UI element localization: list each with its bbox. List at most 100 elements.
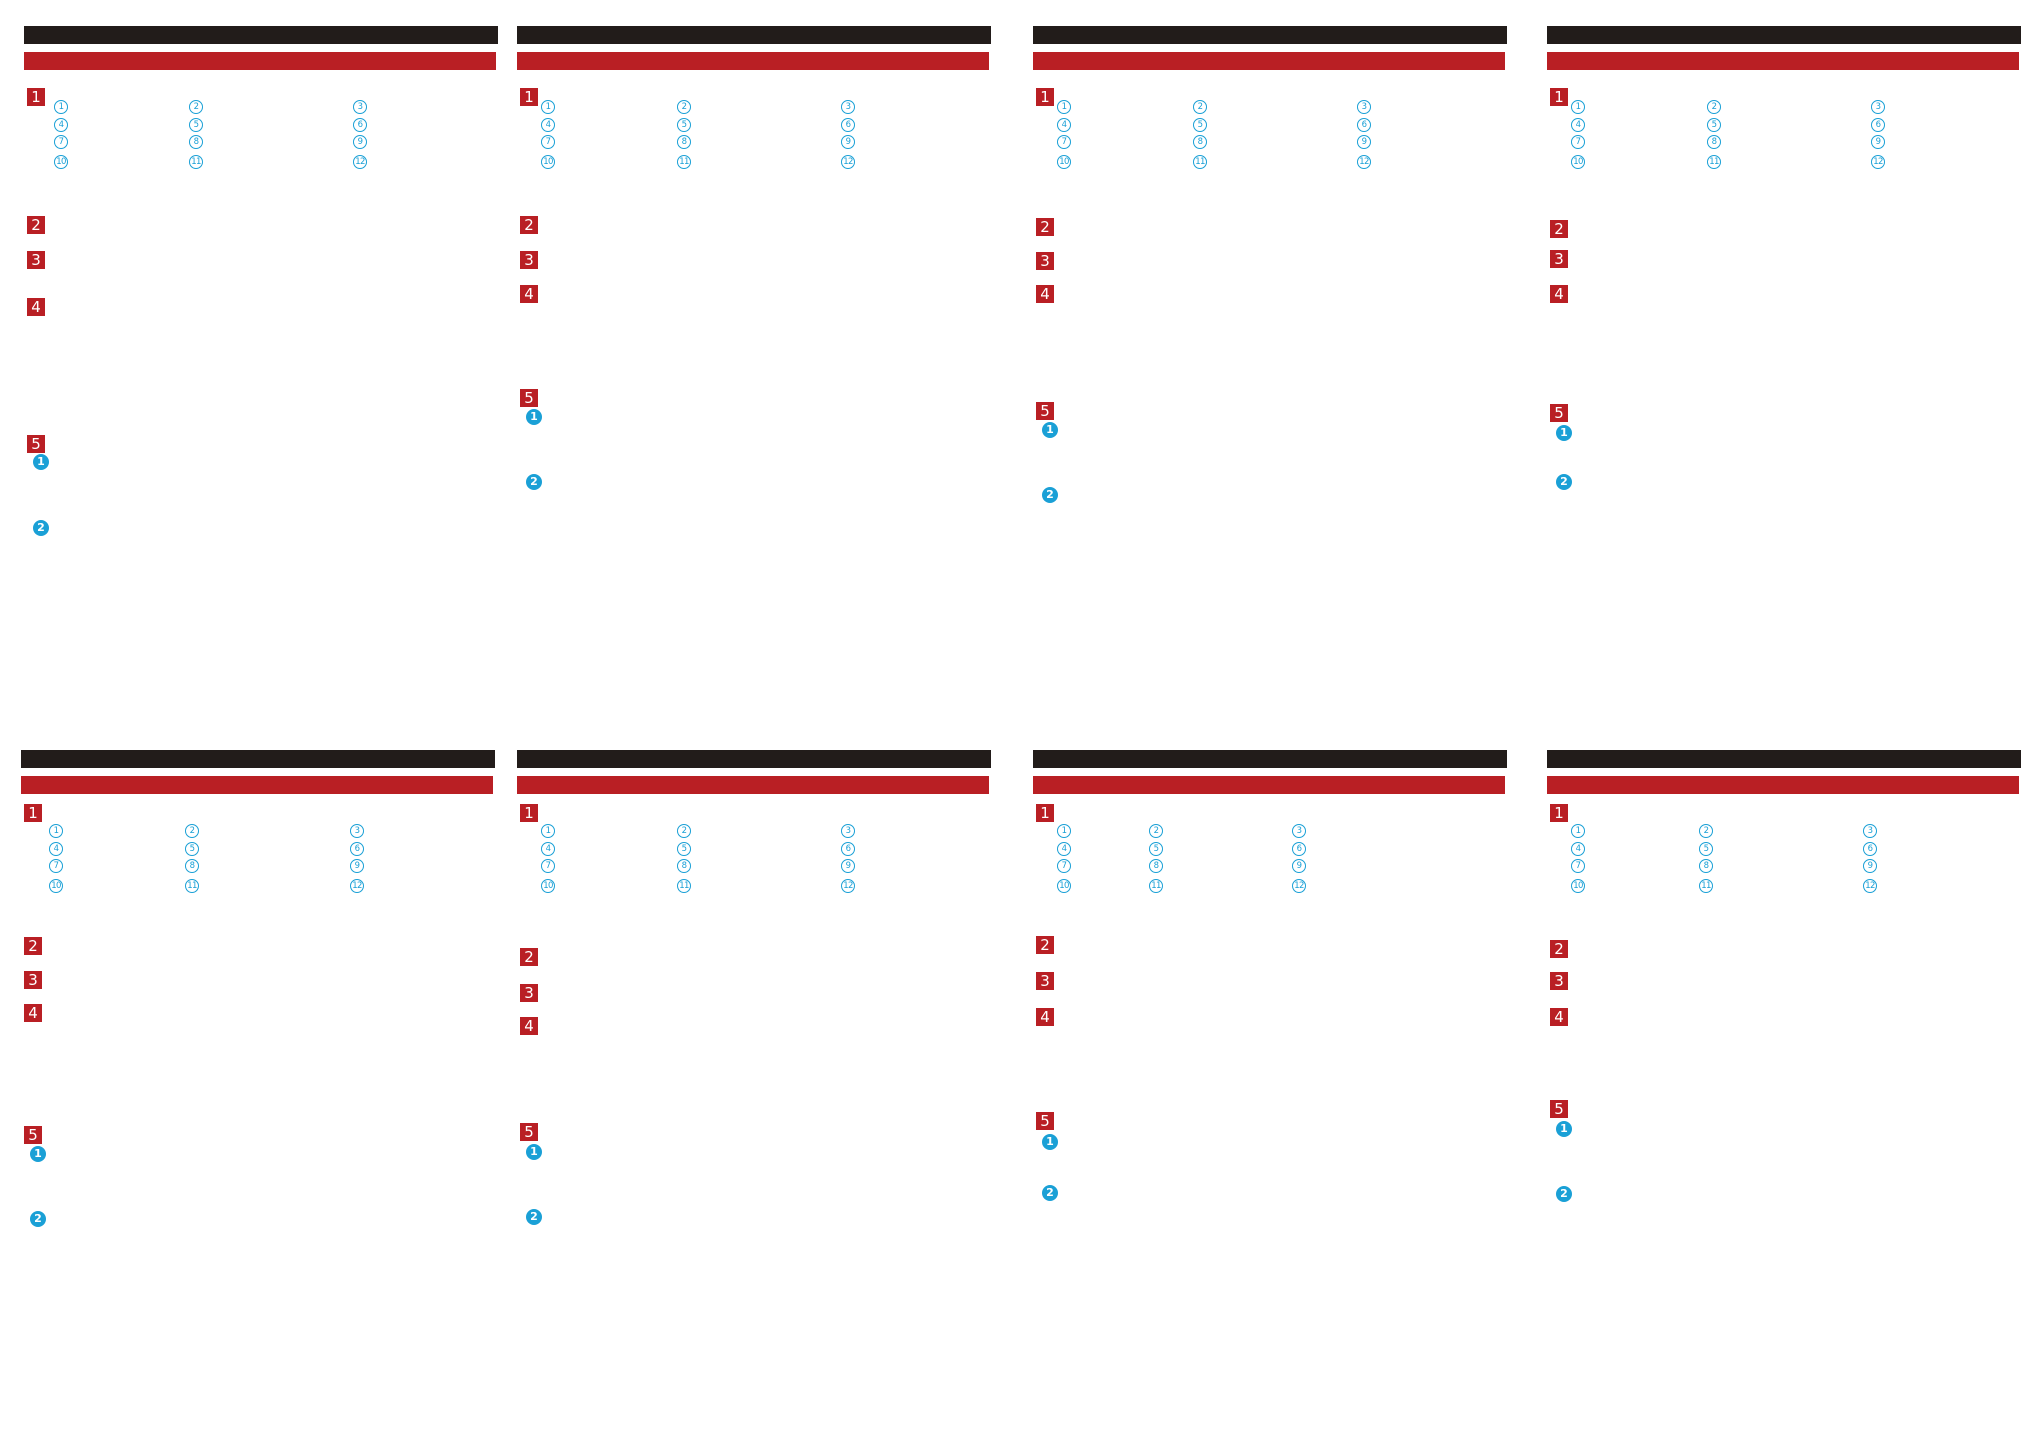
section-number-4: 4 [1036,285,1054,303]
part-number-2: 2 [677,824,691,838]
section-number-3: 3 [1036,972,1054,990]
part-number-10: 10 [1571,879,1585,893]
part-number-5: 5 [1193,118,1207,132]
header-bar-dark [1033,26,1507,44]
header-bar-red [24,52,496,70]
part-number-1: 1 [1571,824,1585,838]
section-number-5: 5 [1550,404,1568,422]
part-number-3: 3 [1292,824,1306,838]
part-number-1: 1 [541,100,555,114]
part-number-6: 6 [1357,118,1371,132]
part-number-4: 4 [1057,118,1071,132]
section-number-2: 2 [27,216,45,234]
section-number-2: 2 [1036,218,1054,236]
section-number-4: 4 [1036,1008,1054,1026]
part-number-12: 12 [1292,879,1306,893]
part-number-5: 5 [677,842,691,856]
part-number-12: 12 [841,155,855,169]
section-number-1: 1 [1036,804,1054,822]
section-number-4: 4 [1550,285,1568,303]
header-bar-dark [1547,26,2021,44]
part-number-5: 5 [189,118,203,132]
part-number-10: 10 [1571,155,1585,169]
part-number-7: 7 [1057,135,1071,149]
part-number-9: 9 [350,859,364,873]
step-number-1: 1 [30,1146,46,1162]
step-number-2: 2 [30,1211,46,1227]
part-number-3: 3 [841,824,855,838]
part-number-11: 11 [1707,155,1721,169]
part-number-2: 2 [677,100,691,114]
part-number-1: 1 [1057,100,1071,114]
section-number-4: 4 [520,1017,538,1035]
part-number-11: 11 [189,155,203,169]
step-number-1: 1 [33,454,49,470]
part-number-12: 12 [350,879,364,893]
part-number-7: 7 [1571,859,1585,873]
section-number-3: 3 [27,251,45,269]
part-number-1: 1 [49,824,63,838]
header-bar-red [1547,776,2019,794]
part-number-9: 9 [1863,859,1877,873]
part-number-5: 5 [1149,842,1163,856]
part-number-9: 9 [1357,135,1371,149]
part-number-2: 2 [1699,824,1713,838]
part-number-11: 11 [1149,879,1163,893]
header-bar-dark [24,26,498,44]
part-number-10: 10 [541,155,555,169]
part-number-4: 4 [54,118,68,132]
section-number-5: 5 [27,435,45,453]
part-number-8: 8 [185,859,199,873]
part-number-6: 6 [1871,118,1885,132]
step-number-1: 1 [526,409,542,425]
section-number-1: 1 [1550,88,1568,106]
part-number-8: 8 [189,135,203,149]
part-number-10: 10 [54,155,68,169]
section-number-1: 1 [24,804,42,822]
part-number-11: 11 [185,879,199,893]
part-number-11: 11 [1699,879,1713,893]
step-number-1: 1 [1042,422,1058,438]
part-number-8: 8 [677,135,691,149]
part-number-6: 6 [353,118,367,132]
part-number-5: 5 [185,842,199,856]
part-number-6: 6 [350,842,364,856]
part-number-6: 6 [841,842,855,856]
part-number-12: 12 [1871,155,1885,169]
part-number-4: 4 [1057,842,1071,856]
part-number-4: 4 [541,118,555,132]
header-bar-dark [517,26,991,44]
part-number-7: 7 [49,859,63,873]
section-number-5: 5 [520,389,538,407]
step-number-1: 1 [1556,425,1572,441]
section-number-5: 5 [1550,1100,1568,1118]
part-number-3: 3 [353,100,367,114]
part-number-2: 2 [1193,100,1207,114]
header-bar-dark [21,750,495,768]
section-number-5: 5 [520,1123,538,1141]
section-number-5: 5 [24,1126,42,1144]
part-number-9: 9 [1871,135,1885,149]
section-number-4: 4 [1550,1008,1568,1026]
part-number-5: 5 [1699,842,1713,856]
part-number-3: 3 [1357,100,1371,114]
part-number-2: 2 [1149,824,1163,838]
section-number-1: 1 [27,88,45,106]
section-number-2: 2 [520,948,538,966]
step-number-2: 2 [1556,1186,1572,1202]
part-number-6: 6 [1863,842,1877,856]
header-bar-red [517,776,989,794]
section-number-5: 5 [1036,1112,1054,1130]
section-number-2: 2 [24,937,42,955]
step-number-1: 1 [1042,1134,1058,1150]
step-number-2: 2 [526,474,542,490]
part-number-10: 10 [49,879,63,893]
part-number-6: 6 [841,118,855,132]
part-number-12: 12 [841,879,855,893]
part-number-1: 1 [54,100,68,114]
